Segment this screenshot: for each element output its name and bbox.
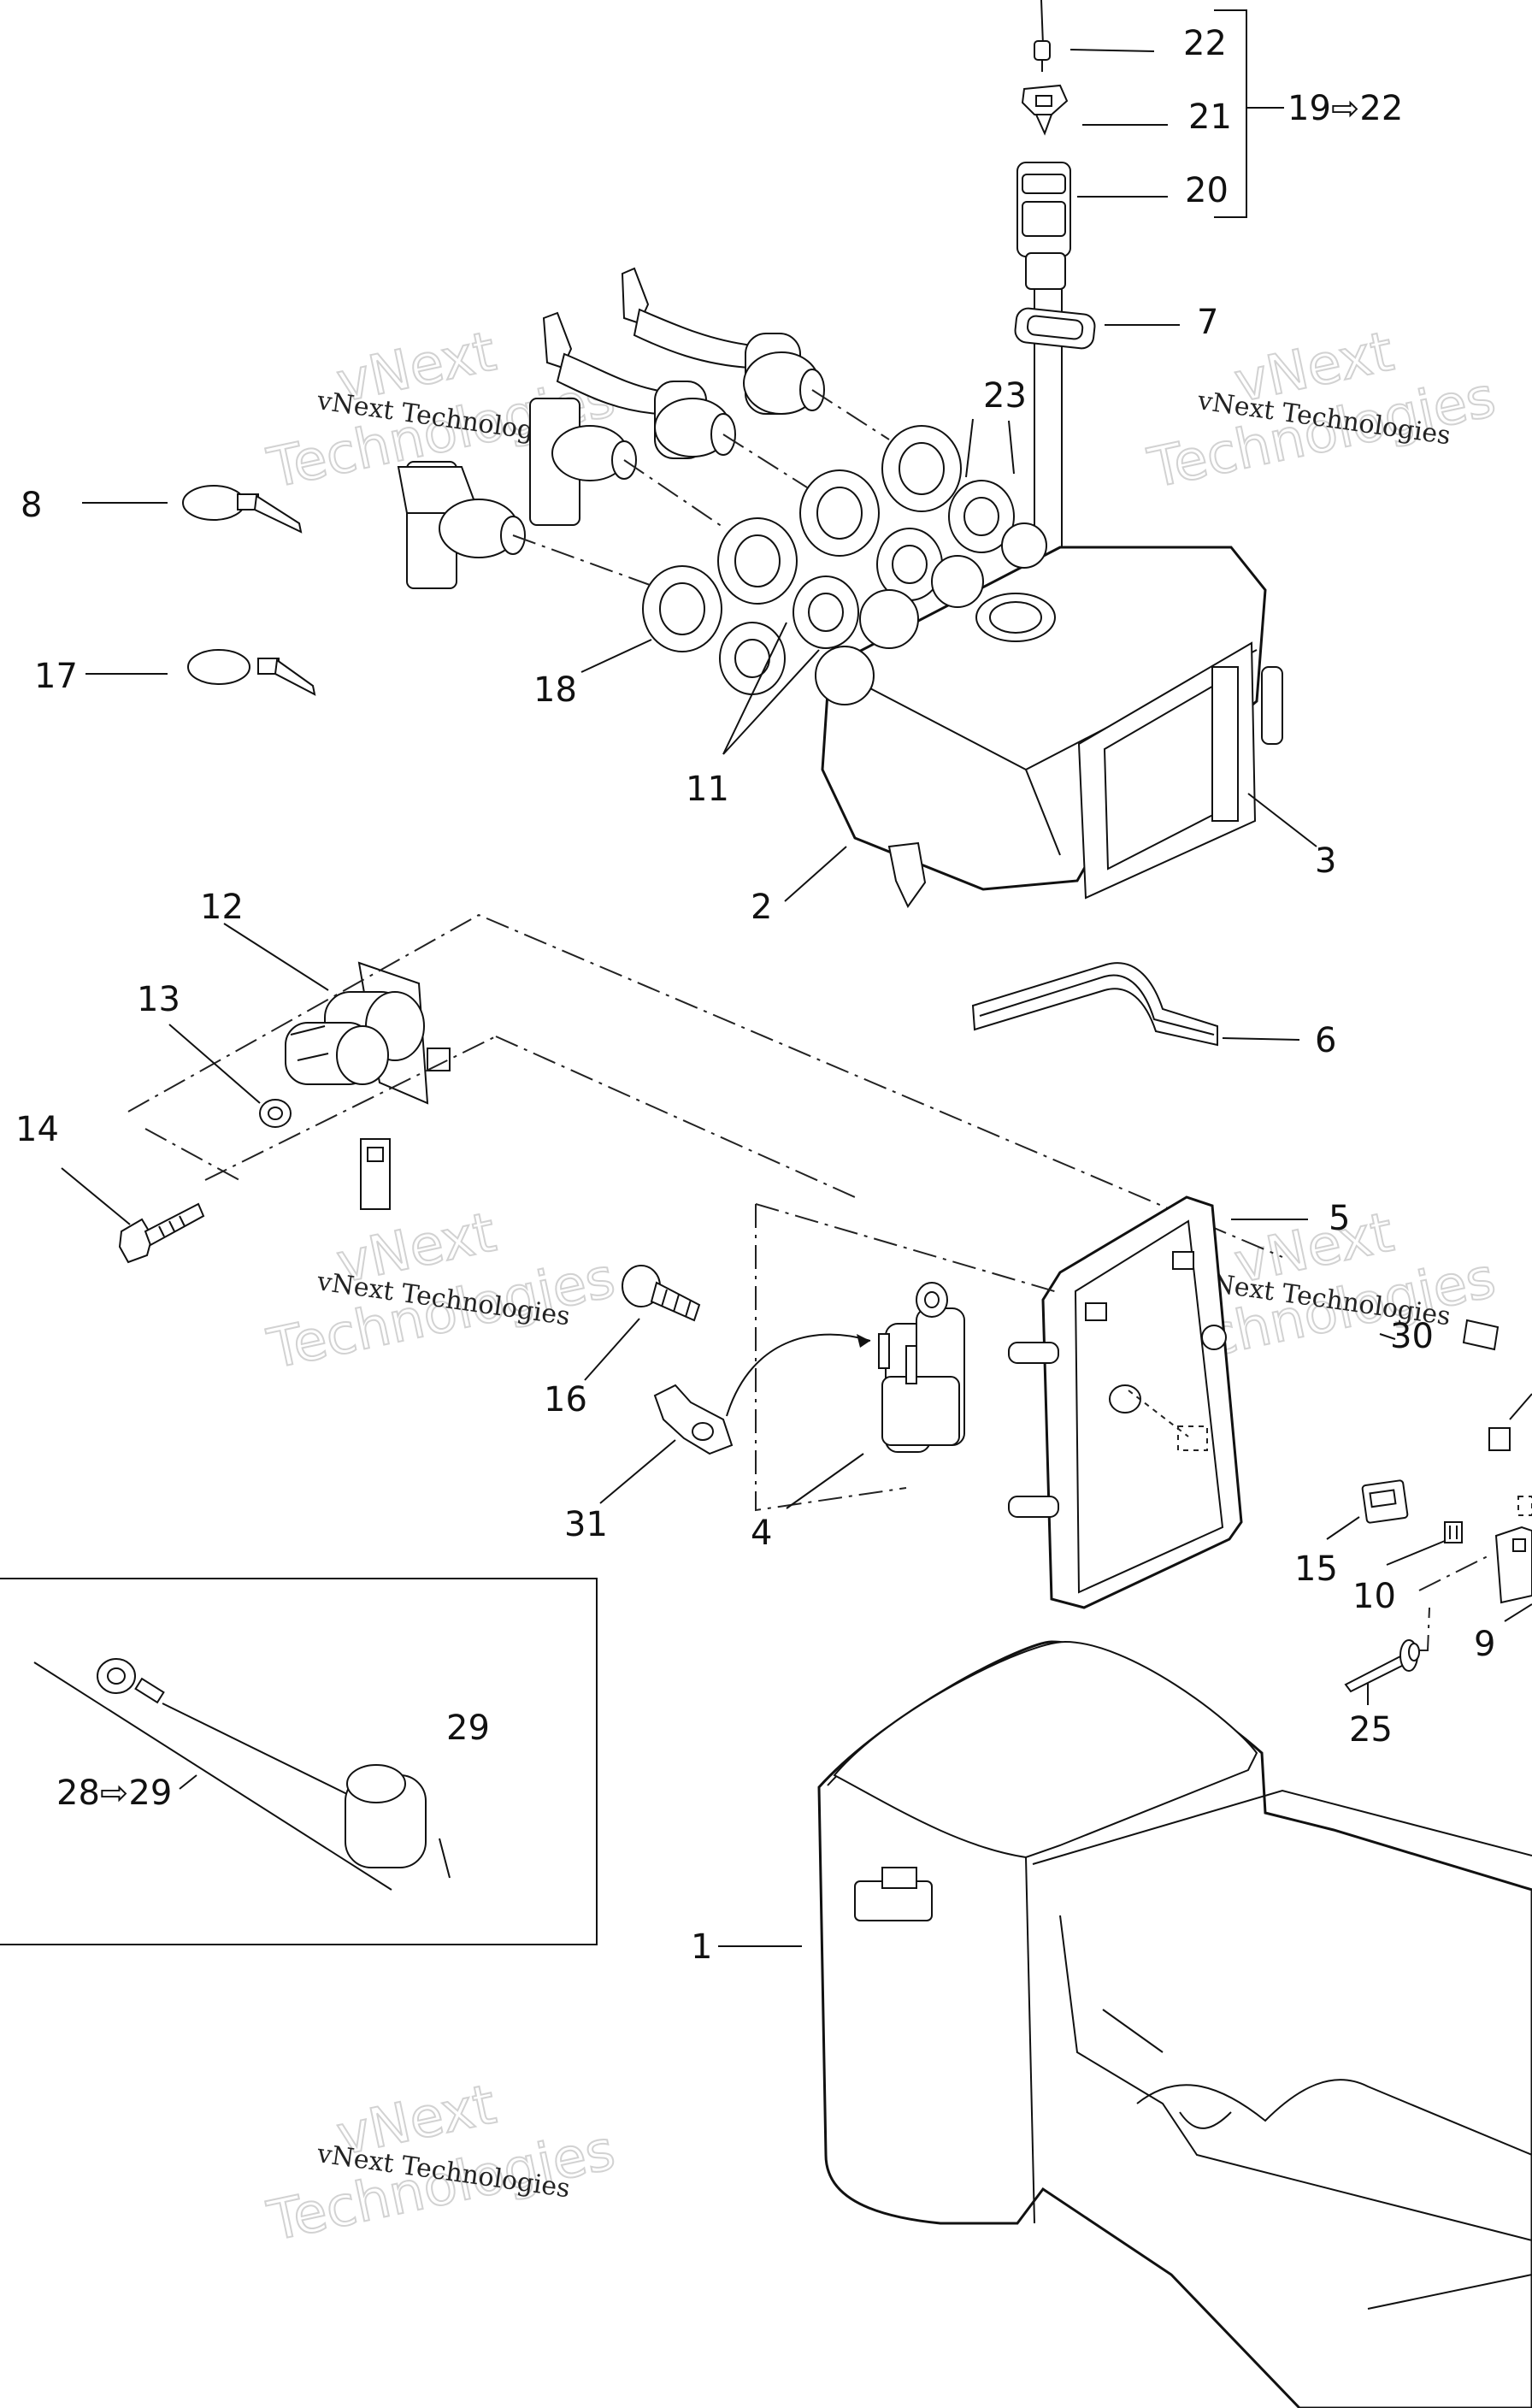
- alignment-lines-top: [512, 389, 890, 586]
- callout-16: 16: [544, 1380, 587, 1419]
- callout-22: 22: [1183, 24, 1227, 63]
- alignment-lines-coil: [726, 1203, 1208, 1512]
- callout-4: 4: [751, 1514, 772, 1553]
- solenoid-part-12: [285, 961, 451, 1105]
- cable-tie-part-17: [187, 649, 316, 696]
- callout-11: 11: [686, 770, 729, 809]
- cable-boot-middle: [542, 311, 736, 459]
- callout-18: 18: [533, 670, 577, 710]
- label-part-30: [1462, 1319, 1500, 1351]
- plate-part-5: [1008, 1195, 1243, 1609]
- callout-14: 14: [15, 1110, 59, 1149]
- callout-29: 29: [446, 1709, 490, 1748]
- callout-5: 5: [1329, 1199, 1350, 1238]
- callout-7: 7: [1197, 303, 1218, 342]
- callout-13: 13: [137, 980, 180, 1019]
- control-box-part-2: [815, 522, 1267, 908]
- callout-19-22: 19⇨22: [1287, 89, 1403, 128]
- connector-housing-part-20: [1016, 162, 1071, 290]
- callout-17: 17: [34, 657, 78, 696]
- callout-3: 3: [1315, 841, 1336, 881]
- watermark-mid-left: vNext Technologies vNext Technologies: [262, 1200, 622, 1382]
- fuse-holder-top: [1488, 1393, 1532, 1451]
- cable-tie-part-8: [182, 485, 303, 534]
- callout-25: 25: [1349, 1710, 1393, 1750]
- bracket-19-22: [1214, 9, 1284, 218]
- relay-part-15: [1361, 1479, 1409, 1524]
- callout-31: 31: [564, 1505, 608, 1544]
- leader-lines: [61, 49, 1532, 1947]
- callout-15: 15: [1294, 1549, 1338, 1589]
- callout-30: 30: [1390, 1317, 1434, 1356]
- coil-part-4: [878, 1282, 965, 1453]
- nut-part-18: [642, 565, 786, 695]
- bracket-part-3: [1077, 641, 1283, 900]
- bolt-part-14: [118, 1202, 205, 1264]
- connector-seal-part-21: [1021, 84, 1069, 136]
- nut-row-upper: [881, 425, 1015, 553]
- nut-part-13: [259, 1099, 292, 1128]
- watermark-top-right: vNext Technologies vNext Technologies: [1142, 319, 1502, 501]
- nut-row-lower: [717, 517, 859, 649]
- inset-box-28-29: [0, 1578, 598, 1945]
- callout-12: 12: [200, 888, 244, 927]
- fuse-block-part-9: [1494, 1526, 1532, 1604]
- alignment-lines-right: [1418, 1496, 1532, 1651]
- screw-part-16: [622, 1265, 701, 1322]
- callout-6: 6: [1315, 1021, 1336, 1060]
- cable-boot-lower-1: [529, 398, 637, 526]
- callout-2: 2: [751, 888, 772, 927]
- tank-part-1: [817, 1640, 1532, 2408]
- callout-21: 21: [1188, 97, 1232, 137]
- clip-part-31: [653, 1384, 734, 1455]
- callout-20: 20: [1185, 171, 1229, 210]
- terminal-block: [360, 1138, 391, 1210]
- alignment-lines-solenoid: [127, 913, 1283, 1258]
- grommet-part-7: [1014, 307, 1096, 350]
- callout-23: 23: [983, 376, 1027, 416]
- callout-labels: 22 21 20 19⇨22 7 23 8 17 18 11 3 2 12 13…: [15, 24, 1495, 1967]
- callout-9: 9: [1474, 1625, 1495, 1664]
- cable-boot-lower-2: [397, 461, 526, 589]
- callout-10: 10: [1352, 1577, 1396, 1616]
- callout-28-29: 28⇨29: [56, 1774, 172, 1813]
- callout-8: 8: [21, 486, 42, 525]
- gasket-part-6: [971, 962, 1218, 1047]
- rivet-part-25: [1344, 1639, 1420, 1693]
- fuse-part-10: [1444, 1521, 1463, 1543]
- callout-1: 1: [691, 1927, 712, 1967]
- watermark-bottom-left: vNext Technologies vNext Technologies: [262, 2072, 622, 2254]
- sensor-wire-part-22: [1034, 0, 1051, 72]
